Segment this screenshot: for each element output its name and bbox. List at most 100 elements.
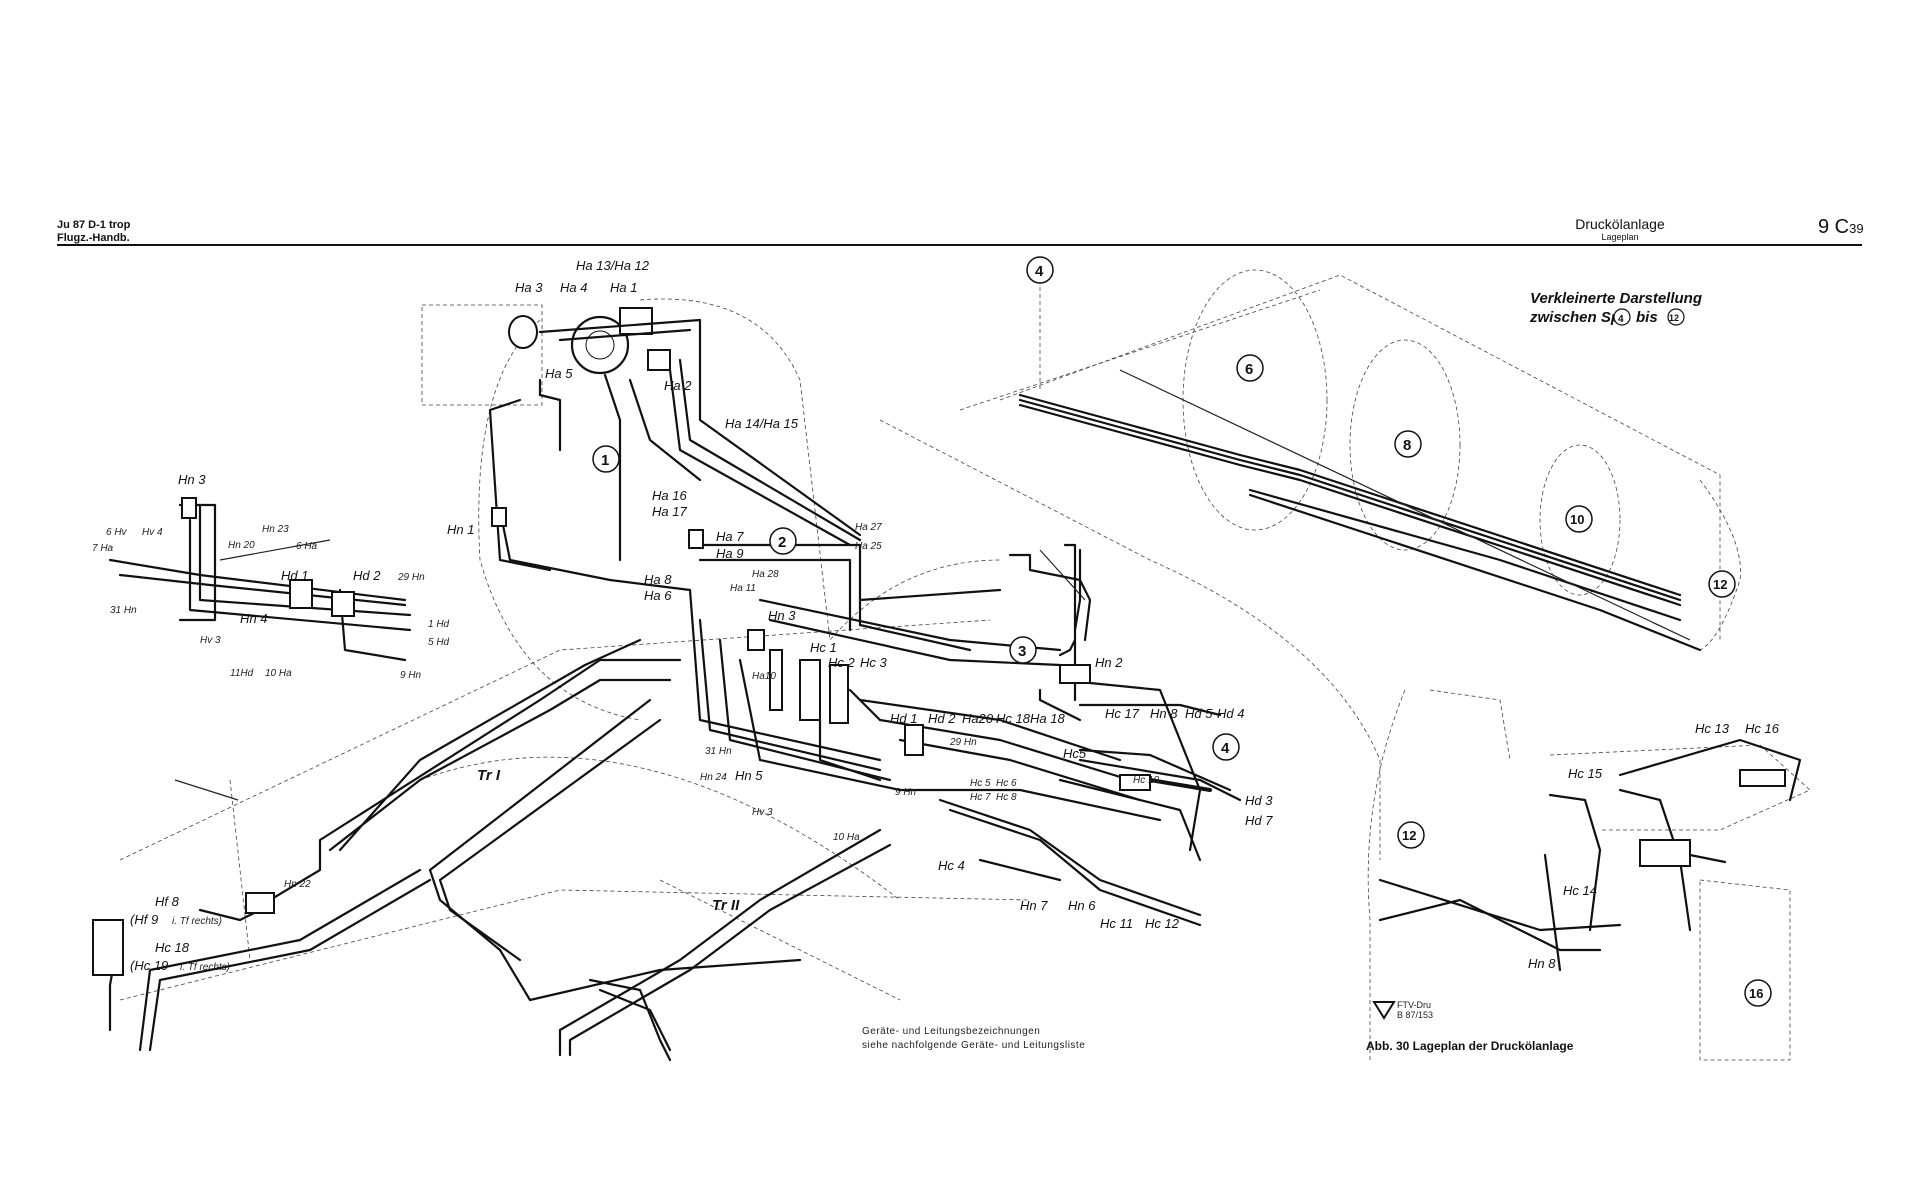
label-hc5: Hc 5 <box>970 778 991 789</box>
svg-text:12: 12 <box>1713 577 1727 592</box>
label-ha16: Ha 16 <box>652 488 687 503</box>
airframe-outline <box>119 298 1381 1001</box>
label-hc10: Hc 10 <box>1133 775 1160 786</box>
label-ha11: Ha 11 <box>730 583 756 594</box>
label-5hd: 5 Hd <box>428 637 450 648</box>
svg-text:4: 4 <box>1221 740 1230 757</box>
label-11hd: 11Hd <box>230 668 254 679</box>
svg-text:1: 1 <box>601 452 609 469</box>
tail-inset <box>1367 689 1811 1061</box>
label-hv4: Hv 4 <box>142 527 163 538</box>
label-10ha-main: 10 Ha <box>833 832 860 843</box>
page-number: 9 C39 <box>1818 216 1864 238</box>
inset-title-station-4: 4 <box>1613 308 1631 326</box>
inset-title-1: Verkleinerte Darstellung <box>1530 290 1702 307</box>
label-hn2: Hn 2 <box>1095 655 1123 670</box>
label-hn8-tail: Hn 8 <box>1528 956 1556 971</box>
station-12-tail: 12 <box>1397 821 1425 849</box>
station-8: 8 <box>1394 430 1422 458</box>
label-ha3: Ha 3 <box>515 280 543 295</box>
label-hc17: Hc 17 <box>1105 706 1140 721</box>
label-hn3-main: Hn 3 <box>768 608 796 623</box>
svg-text:B 87/153: B 87/153 <box>1397 1010 1433 1020</box>
fuselage-inset <box>959 269 1741 652</box>
label-hc18-left: Hc 18 <box>155 940 190 955</box>
label-hc19: (Hc 19 <box>130 958 168 973</box>
station-12-inset: 12 <box>1708 570 1736 598</box>
label-hc12: Hc 12 <box>1145 916 1180 931</box>
label-hf8: Hf 8 <box>155 894 180 909</box>
label-9hn: 9 Hn <box>400 670 422 681</box>
section-subtitle: Lageplan <box>1601 232 1639 242</box>
label-9hn-main: 9 Hn <box>895 787 917 798</box>
label-ha7: Ha 7 <box>716 529 744 544</box>
svg-text:FTV-Dru: FTV-Dru <box>1397 1000 1431 1010</box>
label-hn6: Hn 6 <box>1068 898 1096 913</box>
label-ha14-15: Ha 14/Ha 15 <box>725 416 799 431</box>
label-hd1-main: Hd 1 <box>890 711 917 726</box>
label-ha8: Ha 8 <box>644 572 672 587</box>
label-31hn-main: 31 Hn <box>705 746 732 757</box>
label-hc3: Hc 3 <box>860 655 888 670</box>
station-10: 10 <box>1565 505 1593 533</box>
label-tr1: Tr I <box>477 767 501 784</box>
label-ha6: Ha 6 <box>644 588 672 603</box>
label-hd7: Hd 7 <box>1245 813 1273 828</box>
label-hn7: Hn 7 <box>1020 898 1048 913</box>
note-line-2: siehe nachfolgende Geräte- und Leitungsl… <box>862 1040 1085 1051</box>
label-6ha: 6 Ha <box>296 541 318 552</box>
component-labels: Ha 13/Ha 12 Ha 3 Ha 4 Ha 1 Ha 5 Ha 2 Ha … <box>92 258 1780 973</box>
label-hc7: Hc 7 <box>970 792 991 803</box>
label-hn22: Hn 22 <box>284 879 311 890</box>
label-6hv: 6 Hv <box>106 527 128 538</box>
label-hd5: Hd 5 <box>1185 706 1213 721</box>
label-hd2-main: Hd 2 <box>928 711 956 726</box>
label-ha13-12: Ha 13/Ha 12 <box>576 258 650 273</box>
note-line-1: Geräte- und Leitungsbezeichnungen <box>862 1026 1040 1037</box>
label-29hn-main: 29 Hn <box>949 737 977 748</box>
label-hc8: Hc 8 <box>996 792 1017 803</box>
label-ha25: Ha 25 <box>855 541 882 552</box>
label-ha1: Ha 1 <box>610 280 637 295</box>
label-tf-rechts-2: i. Tf rechts) <box>180 962 230 973</box>
label-hc1: Hc 1 <box>810 640 837 655</box>
label-ha4: Ha 4 <box>560 280 587 295</box>
main-pipe-network <box>92 304 1242 1062</box>
publisher-stamp: FTV-Dru B 87/153 <box>1372 1000 1433 1020</box>
label-31hn: 31 Hn <box>110 605 137 616</box>
svg-text:6: 6 <box>1245 361 1253 378</box>
figure-caption: Abb. 30 Lageplan der Druckölanlage <box>1366 1039 1574 1053</box>
label-hn1: Hn 1 <box>447 522 474 537</box>
svg-text:4: 4 <box>1618 314 1624 325</box>
label-hn24: Hn 24 <box>700 772 727 783</box>
svg-text:2: 2 <box>778 534 786 551</box>
station-3: 3 <box>1009 636 1037 664</box>
label-hf9: (Hf 9 <box>130 912 158 927</box>
header-rule <box>57 244 1862 246</box>
section-title: Druckölanlage <box>1575 216 1665 232</box>
station-2: 2 <box>769 527 797 555</box>
svg-text:8: 8 <box>1403 437 1411 454</box>
station-4-inset: 4 <box>1026 256 1054 284</box>
svg-text:4: 4 <box>1035 263 1044 280</box>
label-ha9: Ha 9 <box>716 546 743 561</box>
label-hc14: Hc 14 <box>1563 883 1597 898</box>
label-7ha: 7 Ha <box>92 543 114 554</box>
header-left: Ju 87 D-1 trop Flugz.-Handb. <box>57 219 130 245</box>
station-1: 1 <box>592 445 620 473</box>
aircraft-type: Ju 87 D-1 trop <box>57 219 131 231</box>
svg-text:10: 10 <box>1570 512 1584 527</box>
label-hc4: Hc 4 <box>938 858 965 873</box>
label-hc2: Hc 2 <box>828 655 856 670</box>
label-1hd: 1 Hd <box>428 619 450 630</box>
svg-text:12: 12 <box>1402 828 1416 843</box>
label-tf-rechts-1: i. Tf rechts) <box>172 916 222 927</box>
label-ha5: Ha 5 <box>545 366 573 381</box>
label-hv3: Hv 3 <box>200 635 221 646</box>
inset-title-station-12: 12 <box>1667 308 1685 326</box>
label-hn8: Hn 8 <box>1150 706 1178 721</box>
aux-panel <box>108 497 412 662</box>
label-hn4: Hn 4 <box>240 611 267 626</box>
label-hn3-left: Hn 3 <box>178 472 206 487</box>
label-hd3: Hd 3 <box>1245 793 1273 808</box>
